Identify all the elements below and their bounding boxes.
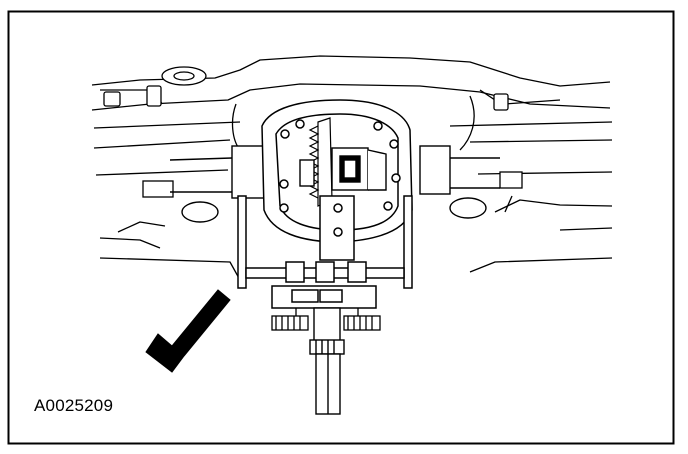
adjuster-screws <box>271 308 381 331</box>
chassis-background <box>91 55 613 281</box>
jack-post <box>309 307 345 415</box>
holding-plate <box>319 195 355 261</box>
callout-arrow <box>145 289 231 373</box>
support-fixture <box>237 195 413 309</box>
housing-bolts <box>279 119 401 213</box>
brake-lines <box>100 66 561 198</box>
figure-id-label: A0025209 <box>34 396 114 415</box>
figure-frame <box>7 10 675 445</box>
differential-case <box>299 147 387 191</box>
